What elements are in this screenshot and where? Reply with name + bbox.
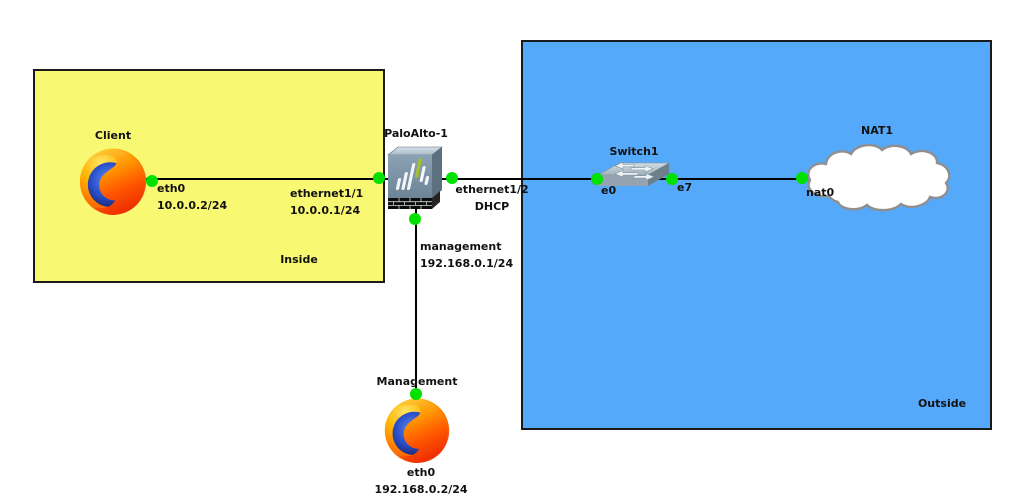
port-address: 10.0.0.2/24 [157,199,228,212]
port-dot-nat1-nat0 [796,172,808,184]
port-dot-switch1-e0 [591,173,603,185]
zone-inside-label: Inside [280,253,318,266]
node-client[interactable] [77,145,149,217]
link-palo-management[interactable] [415,200,417,431]
interface-label-palo-management: management 192.168.0.1/24 [420,238,513,272]
firefox-icon [384,398,450,463]
node-nat1[interactable] [801,141,953,215]
zone-outside-rect[interactable] [521,40,992,430]
node-paloalto-label: PaloAlto-1 [384,127,448,140]
zone-outside-label: Outside [917,397,967,410]
interface-label-palo-ethernet1-2: ethernet1/2 DHCP [455,181,528,215]
node-switch1-label: Switch1 [609,145,659,158]
cloud-icon [807,143,951,212]
node-switch1[interactable] [596,159,671,197]
port-address: 192.168.0.1/24 [420,257,514,270]
port-dot-palo-ethernet1-2 [446,172,458,184]
port-name: management [420,240,502,253]
port-dot-management-eth0 [410,388,422,400]
port-dot-palo-management [409,213,421,225]
interface-label-management-eth0: eth0 192.168.0.2/24 [374,464,467,498]
port-name: eth0 [157,182,186,195]
ethernet-switch-icon [596,161,671,186]
firewall-icon [387,146,443,209]
node-nat1-label: NAT1 [860,124,894,137]
interface-label-nat1-nat0: nat0 [806,186,835,199]
port-name: ethernet1/1 [290,187,364,200]
port-address: DHCP [474,200,510,213]
port-dot-palo-ethernet1-1 [373,172,385,184]
firefox-icon [79,148,147,215]
node-management-label: Management [376,375,458,388]
port-dot-client-eth0 [146,175,158,187]
interface-label-client-eth0: eth0 10.0.0.2/24 [157,180,227,214]
interface-label-palo-ethernet1-1: ethernet1/1 10.0.0.1/24 [290,185,363,219]
port-address: 10.0.0.1/24 [290,204,361,217]
port-address: 192.168.0.2/24 [374,483,468,496]
interface-label-switch1-e0: e0 [601,184,617,197]
node-management[interactable] [382,395,452,465]
port-name: eth0 [406,466,436,479]
link-client-palo-switch-nat[interactable] [113,178,805,180]
node-paloalto[interactable] [387,146,445,210]
port-dot-switch1-e7 [666,173,678,185]
interface-label-switch1-e7: e7 [677,181,693,194]
node-client-label: Client [94,129,132,142]
port-name: ethernet1/2 [455,183,529,196]
